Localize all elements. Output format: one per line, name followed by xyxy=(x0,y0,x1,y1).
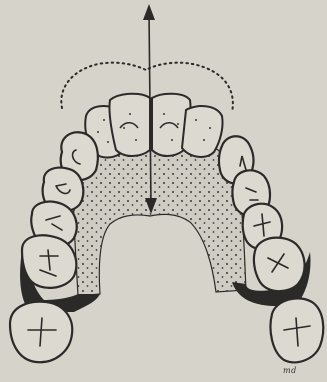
incisor-right-lateral xyxy=(182,106,223,157)
arrowhead-top xyxy=(143,4,155,20)
incisor-left-central xyxy=(109,94,150,156)
incisor-teeth xyxy=(85,94,222,158)
signature: md xyxy=(283,366,297,375)
